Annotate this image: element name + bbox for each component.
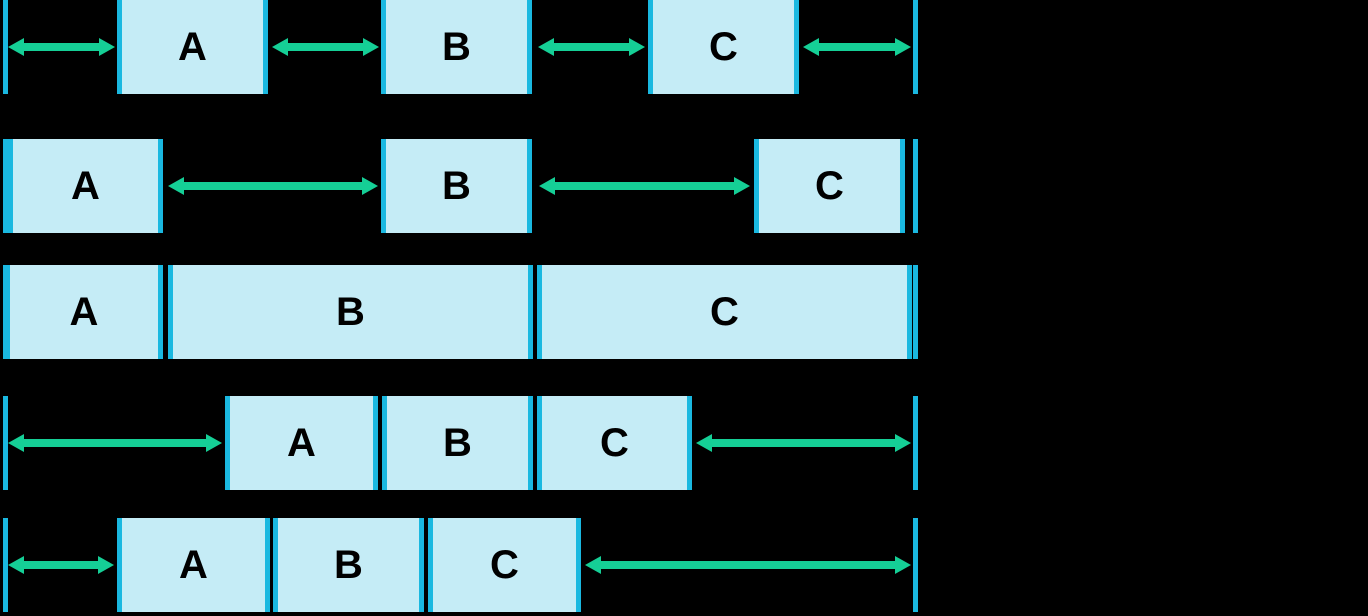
spacing-arrow [696,432,911,454]
flex-item-label: A [69,290,99,334]
flex-item-c: C [428,518,581,612]
spacing-arrow [8,36,115,58]
flex-item-b: B [273,518,424,612]
container-edge-right [913,518,918,612]
container-edge-left [3,0,8,94]
spacing-arrow [272,36,379,58]
flex-item-label: C [600,421,629,465]
flex-item-c: C [537,396,692,490]
container-edge-left [3,139,8,233]
flex-item-c: C [648,0,799,94]
spacing-arrow [8,554,114,576]
spacing-arrow [538,36,645,58]
flex-item-label: B [442,164,471,208]
flex-item-label: B [336,290,365,334]
flex-item-label: A [287,421,316,465]
flex-item-a: A [117,0,268,94]
flex-item-label: C [815,164,844,208]
flex-item-label: A [179,543,208,587]
flex-item-c: C [754,139,905,233]
flex-container-row-center: A B C [0,396,1368,490]
flex-item-label: C [490,543,519,587]
container-edge-right [913,396,918,490]
flex-item-a: A [5,265,163,359]
container-edge-left [3,518,8,612]
spacing-arrow [8,432,222,454]
flex-container-row-flex-start: A B C [0,518,1368,612]
container-edge-right [913,265,918,359]
spacing-arrow [539,175,750,197]
flex-container-row-space-between: A B C [0,139,1368,233]
flex-item-a: A [225,396,378,490]
flex-item-label: B [334,543,363,587]
container-edge-left [3,396,8,490]
flex-item-b: B [381,0,532,94]
flex-item-a: A [8,139,163,233]
flex-item-label: A [71,164,100,208]
spacing-arrow [585,554,911,576]
flex-item-b: B [168,265,533,359]
flex-item-label: C [709,25,738,69]
flex-item-c: C [537,265,912,359]
flex-item-label: B [442,25,471,69]
flex-item-label: A [178,25,207,69]
flex-item-b: B [381,139,532,233]
flex-item-label: C [710,290,739,334]
container-edge-right [913,139,918,233]
flex-item-a: A [117,518,270,612]
spacing-arrow [803,36,911,58]
spacing-arrow [168,175,378,197]
flex-container-row-stretch: A B C [0,265,1368,359]
flex-item-b: B [382,396,533,490]
container-edge-right [913,0,918,94]
flex-item-label: B [443,421,472,465]
flex-container-row-space-around: A B C [0,0,1368,94]
